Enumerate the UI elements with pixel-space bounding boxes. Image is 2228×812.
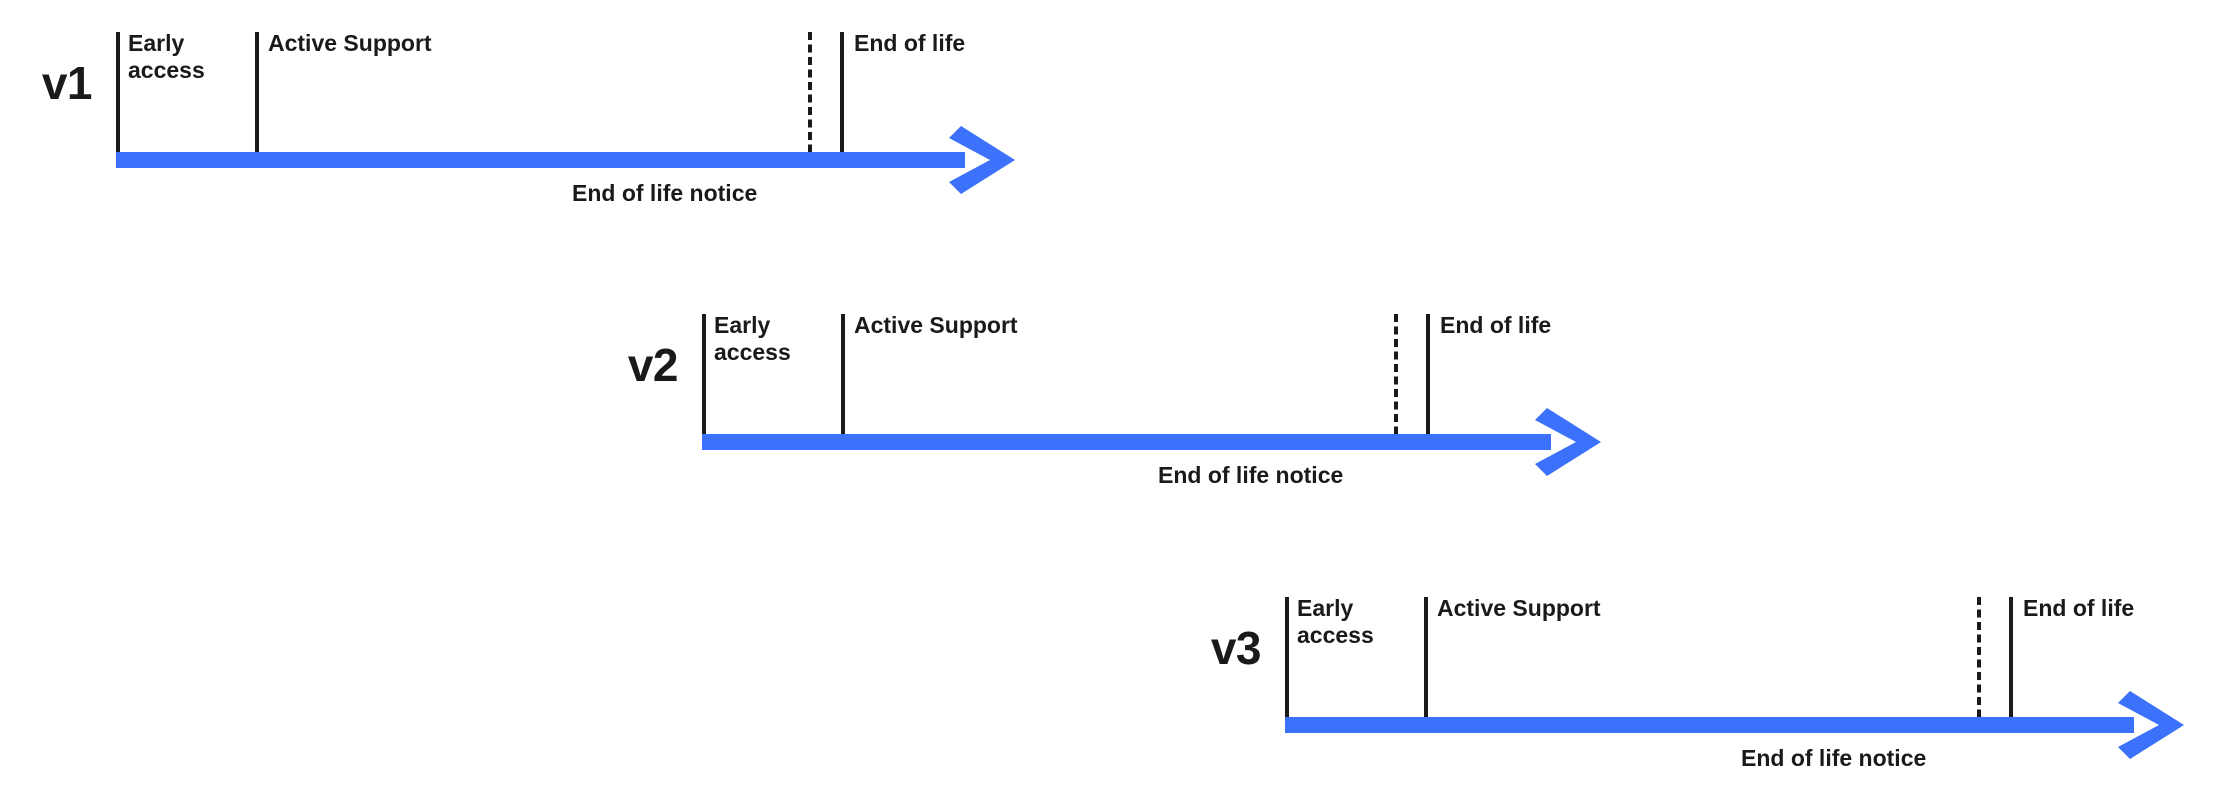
timeline-arrow-head-icon-v3 <box>2118 689 2192 761</box>
phase-divider-eol-notice-v1 <box>808 32 812 165</box>
phase-divider-start-v2 <box>702 314 706 447</box>
end-of-life-notice-label-v3: End of life notice <box>1741 745 1927 771</box>
version-label-v3: v3 <box>1210 622 1262 674</box>
phase-divider-early-access-end-v2 <box>841 314 845 447</box>
phase-divider-eol-notice-v2 <box>1394 314 1398 447</box>
phase-divider-end-of-life-v2 <box>1426 314 1430 447</box>
phase-label-early-access-v2: Early access <box>714 312 791 365</box>
timeline-row-v3: v3 Early access Active Support End of li… <box>1169 577 2228 807</box>
phase-label-early-access-v3: Early access <box>1297 595 1374 648</box>
version-label-v1: v1 <box>41 57 93 109</box>
timeline-arrow-shaft-v3 <box>1285 717 2134 733</box>
timeline-arrow-head-icon-v1 <box>949 124 1023 196</box>
phase-divider-early-access-end-v1 <box>255 32 259 165</box>
phase-label-end-of-life-v2: End of life <box>1440 312 1552 338</box>
version-label-v2: v2 <box>627 339 679 391</box>
phase-label-early-access-v1: Early access <box>128 30 205 83</box>
phase-divider-start-v1 <box>116 32 120 165</box>
phase-divider-end-of-life-v1 <box>840 32 844 165</box>
phase-divider-end-of-life-v3 <box>2009 597 2013 730</box>
end-of-life-notice-label-v2: End of life notice <box>1158 462 1344 488</box>
phase-divider-early-access-end-v3 <box>1424 597 1428 730</box>
phase-label-active-support-v1: Active Support <box>268 30 432 56</box>
timeline-row-v1: v1 Early access Active Support End of li… <box>0 12 1100 242</box>
phase-label-active-support-v3: Active Support <box>1437 595 1601 621</box>
phase-label-active-support-v2: Active Support <box>854 312 1018 338</box>
phase-label-end-of-life-v3: End of life <box>2023 595 2135 621</box>
phase-divider-eol-notice-v3 <box>1977 597 1981 730</box>
phase-label-end-of-life-v1: End of life <box>854 30 966 56</box>
timeline-arrow-shaft-v1 <box>116 152 965 168</box>
timeline-arrow-shaft-v2 <box>702 434 1551 450</box>
end-of-life-notice-label-v1: End of life notice <box>572 180 758 206</box>
timeline-row-v2: v2 Early access Active Support End of li… <box>586 294 1686 524</box>
timeline-arrow-head-icon-v2 <box>1535 406 1609 478</box>
phase-divider-start-v3 <box>1285 597 1289 730</box>
